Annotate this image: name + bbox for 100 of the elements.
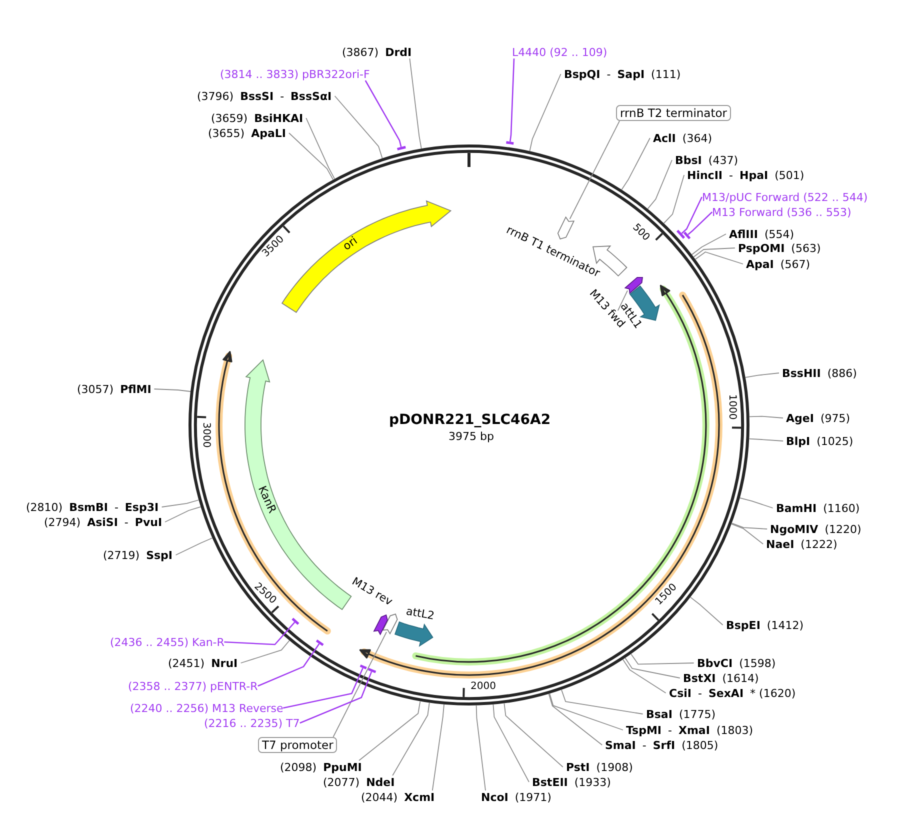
enzyme-site-label: BspEI (1412) <box>723 618 804 632</box>
leader-line <box>681 196 702 234</box>
scale-label: 1000 <box>726 394 736 420</box>
leader-line <box>364 80 402 148</box>
leader-line <box>358 700 421 761</box>
enzyme-site-label: AflIII (554) <box>726 228 794 240</box>
leader-line <box>693 248 736 258</box>
leader-line <box>161 500 200 508</box>
primer-site-mark <box>368 668 376 674</box>
leader-line <box>300 671 372 724</box>
enzyme-site-label: BstXI (1614) <box>680 672 759 684</box>
enzyme-site-label: BspQI - SapI (111) <box>561 68 681 80</box>
enzyme-site-label: BbsI (437) <box>672 154 738 166</box>
scale-label: 3000 <box>200 422 210 448</box>
enzyme-site-label: NgoMIV (1220) <box>767 522 862 536</box>
enzyme-site-label: TspMI - XmaI (1803) <box>623 724 754 736</box>
enzyme-site-label: ApaI (567) <box>743 258 810 270</box>
leader-line <box>731 522 768 530</box>
enzyme-site-label: AgeI (975) <box>783 412 850 424</box>
primer-label: (2358 .. 2377) pENTR-R <box>128 680 258 692</box>
plasmid-size: 3975 bp <box>448 430 494 442</box>
feature-label: ori <box>340 234 360 254</box>
leader-line <box>288 132 334 180</box>
leader-line <box>748 438 784 442</box>
leader-line <box>258 644 320 687</box>
enzyme-site-label: (3796) BssSI - BssSαI <box>197 90 335 102</box>
primer-site-mark <box>292 618 300 625</box>
enzyme-site-label: (3659) BsiHKAI <box>211 112 306 124</box>
primer-label: M13 Forward (536 .. 553) <box>712 206 852 218</box>
leader-line <box>561 689 644 714</box>
leader-line <box>688 212 713 235</box>
feature-label: attL2 <box>406 605 436 623</box>
enzyme-site-label: BamHI (1160) <box>773 502 860 514</box>
leader-line <box>621 138 650 190</box>
leader-line <box>492 704 530 782</box>
enzyme-site-label: CsiI - SexAI* (1620) <box>666 686 796 700</box>
leader-line <box>332 632 387 738</box>
leader-line <box>694 252 744 264</box>
leader-line <box>548 693 603 746</box>
leader-line <box>529 74 562 152</box>
leader-line <box>392 702 430 776</box>
primer-site-mark <box>506 141 514 145</box>
leader-line <box>730 524 764 544</box>
leader-line <box>663 174 685 224</box>
leader-line <box>617 290 628 312</box>
leader-line <box>164 506 202 522</box>
plasmid-name: pDONR221_SLC46A2 <box>389 412 551 428</box>
leader-line <box>334 96 383 159</box>
leader-line <box>409 58 422 150</box>
leader-line <box>691 234 726 256</box>
leader-line <box>744 372 780 378</box>
enzyme-site-label: BstEII (1933) <box>529 776 611 788</box>
leader-line <box>224 622 296 646</box>
primer-label: M13/pUC Forward (522 .. 544) <box>702 190 868 204</box>
leader-line <box>282 668 364 709</box>
sequence-feature <box>557 216 575 240</box>
leader-line <box>476 704 486 791</box>
enzyme-site-label: PspOMI (563) <box>735 242 821 254</box>
enzyme-site-label: (2044) XcmI <box>361 790 438 804</box>
primer-site-mark <box>360 664 367 670</box>
enzyme-site-label: BbvCI (1598) <box>694 656 776 670</box>
feature-callout: rrnB T2 terminator <box>616 105 731 121</box>
primer-label: L4440 (92 .. 109) <box>512 46 608 58</box>
leader-line <box>624 658 680 678</box>
scale-label: 2000 <box>470 682 496 692</box>
leader-line <box>549 693 624 730</box>
leader-line <box>504 702 564 768</box>
primer-site-mark <box>683 232 691 240</box>
leader-line <box>509 58 515 142</box>
enzyme-site-label: (3867) DrdI <box>342 46 415 58</box>
enzyme-site-label: (2794) AsiSI - PvuI <box>44 516 166 528</box>
enzyme-site-label: PstI (1908) <box>563 760 633 774</box>
primer-label: (3814 .. 3833) pBR322ori-F <box>220 68 370 80</box>
enzyme-site-label: AclI (364) <box>650 132 712 144</box>
enzyme-site-label: (3655) ApaLI <box>208 126 289 140</box>
sequence-feature <box>382 614 398 635</box>
leader-line <box>154 388 191 392</box>
leader-line <box>622 659 666 694</box>
enzyme-site-label: (2719) SspI <box>103 548 176 562</box>
enzyme-site-label: BlpI (1025) <box>783 434 854 448</box>
enzyme-site-label: (2451) NruI <box>168 656 241 670</box>
leader-line <box>306 118 336 180</box>
enzyme-site-label: HincII - HpaI (501) <box>684 168 804 182</box>
primer-label: (2436 .. 2455) Kan-R <box>110 636 224 648</box>
primer-site-mark <box>676 230 686 239</box>
leader-line <box>739 497 774 508</box>
feature-label: M13 rev <box>350 575 396 609</box>
primer-site-mark <box>396 146 406 150</box>
primer-site-mark <box>316 639 324 646</box>
enzyme-site-label: (3057) PflMI <box>77 382 154 396</box>
leader-line <box>647 160 672 210</box>
leader-line <box>569 120 620 220</box>
leader-line <box>630 654 694 665</box>
enzyme-site-label: (2810) BsmBI - Esp3I <box>26 500 162 514</box>
leader-line <box>432 704 444 791</box>
enzyme-site-label: SmaI - SrfI (1805) <box>602 738 718 752</box>
enzyme-site-label: (2098) PpuMI <box>280 760 365 774</box>
leader-line <box>748 416 784 418</box>
enzyme-site-label: (2077) NdeI <box>323 776 398 788</box>
leader-line <box>690 596 724 626</box>
